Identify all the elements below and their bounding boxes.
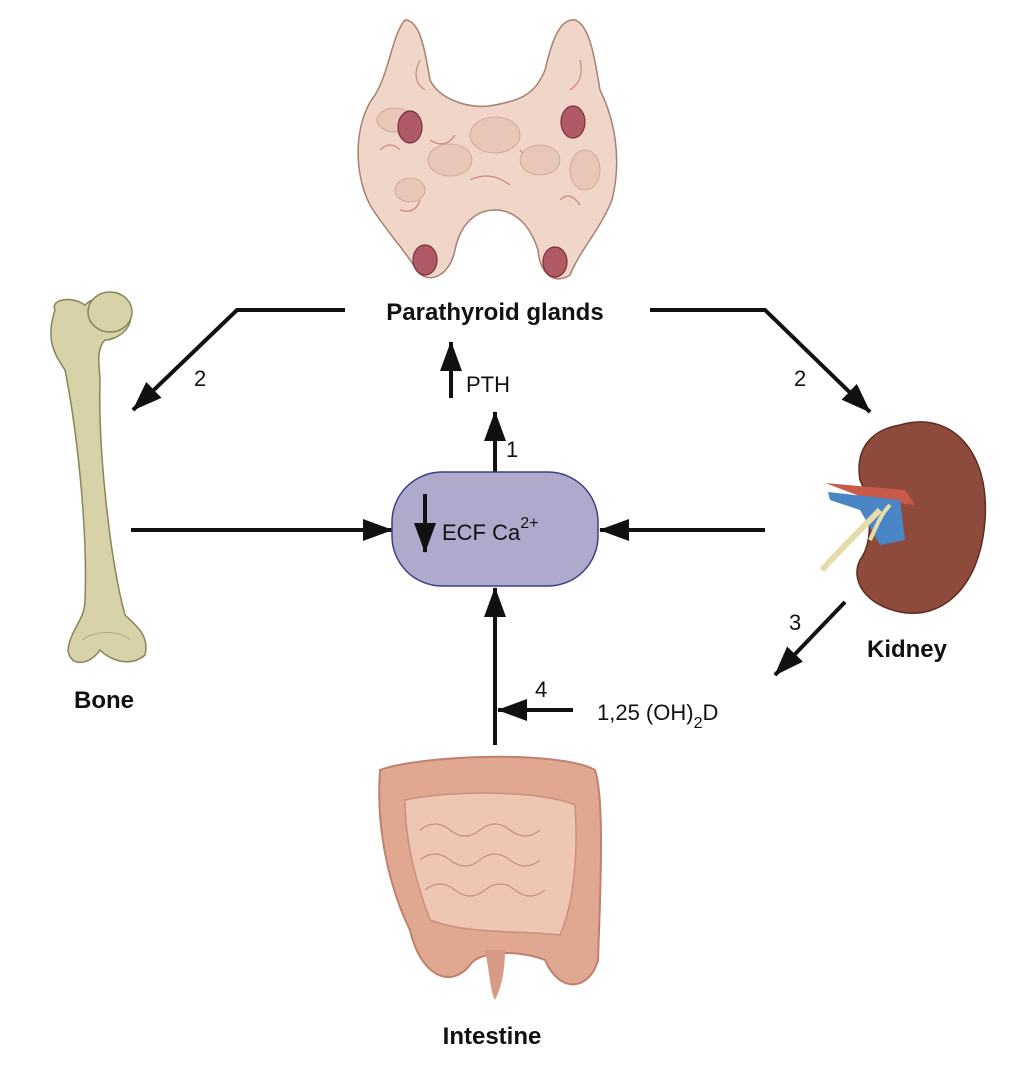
- step-2-left-label: 2: [194, 366, 206, 391]
- arrow-parathyroid-to-kidney: [650, 308, 872, 414]
- kidney-label: Kidney: [867, 636, 948, 663]
- pth-label: PTH: [466, 372, 510, 397]
- step-1-label: 1: [506, 437, 518, 462]
- ecf-label: ECF Ca2+: [442, 515, 539, 545]
- step-4-label: 4: [535, 677, 547, 702]
- kidney-illustration: [819, 421, 987, 614]
- intestine-illustration: [378, 755, 603, 1000]
- vitamin-d-label: 1,25 (OH)2D: [597, 700, 718, 732]
- arrows: [131, 308, 872, 745]
- parathyroid-gland-dots: [397, 105, 586, 278]
- intestine-label: Intestine: [443, 1023, 542, 1050]
- step-3-label: 3: [789, 610, 801, 635]
- arrow-parathyroid-to-bone: [131, 308, 345, 412]
- arrow-step3: [773, 600, 847, 677]
- bone-label: Bone: [74, 687, 134, 714]
- bone-illustration: [50, 291, 147, 664]
- parathyroid-label: Parathyroid glands: [386, 299, 603, 326]
- parathyroid-illustration: [357, 19, 618, 280]
- step-2-right-label: 2: [794, 366, 806, 391]
- ecf-calcium-box: [391, 471, 599, 587]
